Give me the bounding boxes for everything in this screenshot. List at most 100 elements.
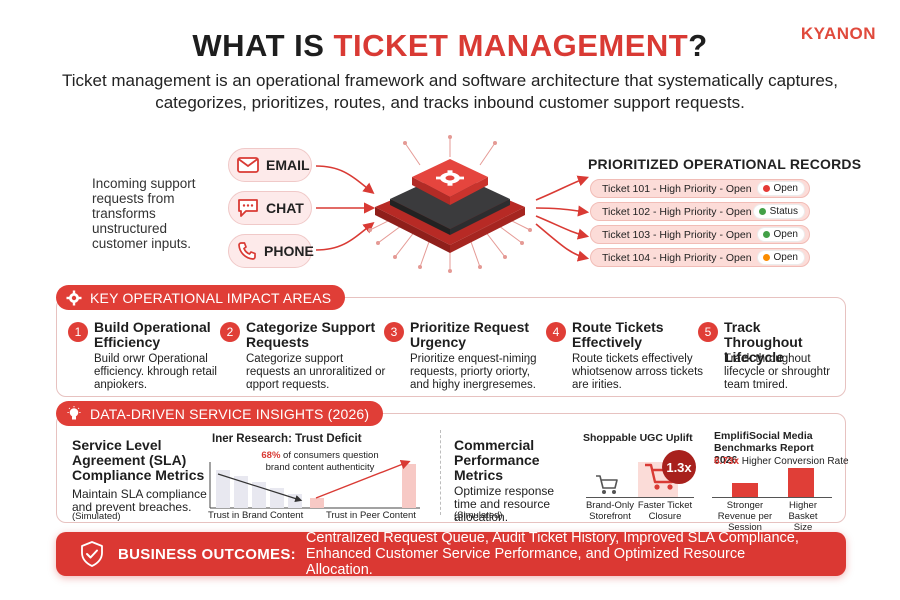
status-dot	[762, 231, 770, 238]
channel-phone: PHONE	[228, 234, 314, 268]
trust-label-right: Trust in Peer Content	[326, 510, 416, 521]
ticket-text: Ticket 101 - High Priority - Open	[602, 182, 752, 195]
commercial-note: (Simulated)	[454, 510, 503, 521]
sla-note: (Simulated)	[72, 511, 121, 522]
arrow-record-2	[535, 205, 590, 217]
insights-divider	[440, 430, 441, 515]
cart-icon	[595, 474, 619, 501]
ugc-title: Shoppable UGC Uplift	[583, 432, 693, 444]
trust-bar	[310, 498, 324, 508]
channel-label: CHAT	[266, 200, 304, 216]
ugc-baseline	[586, 497, 694, 498]
status-dot	[758, 208, 766, 215]
commercial-heading: Commercial Performance Metrics	[454, 437, 540, 483]
ticket-record: Ticket 101 - High Priority - Open Open	[590, 179, 810, 198]
impact-section	[56, 297, 846, 397]
records-title: PRIORITIZED OPERATIONAL RECORDS	[588, 156, 862, 172]
impact-description: Track throughout lifecycle or shroughtr …	[724, 353, 831, 391]
trust-bar	[234, 476, 248, 508]
insights-section-header: DATA-DRIVEN SERVICE INSIGHTS (2026)	[56, 401, 384, 426]
trust-bar	[270, 488, 284, 508]
arrow-record-3	[535, 215, 590, 240]
intake-description: Incoming support requests from transform…	[92, 176, 196, 251]
impact-heading: Prioritize Request Urgency	[410, 319, 530, 350]
page-subtitle: Ticket management is an operational fram…	[61, 71, 839, 112]
ticket-record: Ticket 104 - High Priority - Open Open	[590, 248, 810, 267]
ugc-multiplier-badge: 1.3x	[662, 450, 696, 484]
arrow-record-1	[535, 175, 589, 201]
outcomes-label: BUSINESS OUTCOMES:	[118, 545, 296, 563]
phone-icon	[237, 240, 257, 262]
output-arrows	[535, 175, 590, 262]
arrow-phone	[315, 222, 375, 251]
arrow-email	[315, 165, 375, 194]
impact-number: 5	[698, 322, 718, 342]
chat-bubble-icon	[237, 197, 259, 219]
ticket-text: Ticket 102 - High Priority - Open	[602, 205, 752, 218]
status-label: Open	[773, 183, 798, 194]
ugc-label-left: Brand-Only Storefront	[585, 500, 635, 522]
channel-email: EMAIL	[228, 148, 312, 182]
status-badge: Status	[752, 204, 805, 219]
impact-heading: Track Throughout Lifecycle	[724, 319, 803, 365]
lightbulb-icon	[66, 405, 82, 422]
processing-chip	[360, 135, 540, 275]
impact-description: Route tickets effectively whiotsenow arr…	[572, 353, 704, 391]
trust-chart-annotation: 68% of consumers question brand content …	[255, 450, 385, 474]
impact-section-title: KEY OPERATIONAL IMPACT AREAS	[90, 289, 332, 306]
brand-logo: KYANON	[800, 24, 876, 43]
title-main: WHAT IS	[192, 28, 334, 63]
channel-label: EMAIL	[266, 157, 310, 173]
emplifi-bar-left	[732, 483, 758, 497]
sla-description: Maintain SLA compliance and prevent brea…	[72, 487, 207, 514]
insights-section	[56, 413, 846, 523]
commercial-description: Optimize response time and resource allo…	[454, 484, 555, 524]
status-badge: Open	[756, 181, 805, 196]
sla-heading: Service Level Agreement (SLA) Compliance…	[72, 437, 205, 483]
trust-bar	[288, 494, 302, 508]
status-label: Status	[769, 206, 798, 217]
emplifi-label-right: Higher Basket Size	[788, 500, 818, 533]
ticket-text: Ticket 104 - High Priority - Open	[602, 251, 752, 264]
envelope-icon	[237, 154, 259, 176]
emplifi-bar-right	[788, 468, 814, 497]
ticket-record: Ticket 102 - High Priority - Open Status	[590, 202, 810, 221]
insights-section-title: DATA-DRIVEN SERVICE INSIGHTS (2026)	[90, 405, 370, 422]
channel-chat: CHAT	[228, 191, 312, 225]
ticket-record: Ticket 103 - High Priority - Open Open	[590, 225, 810, 244]
trust-bar	[216, 470, 230, 508]
emplifi-multiplier: 6.73x	[714, 456, 740, 467]
status-badge: Open	[756, 250, 805, 265]
impact-heading: Build Operational Efficiency	[94, 319, 211, 350]
status-dot	[762, 185, 770, 192]
impact-description: Categorize support requests an unroralit…	[246, 353, 386, 391]
outcomes-text: Centralized Request Queue, Audit Ticket …	[305, 530, 799, 578]
title-end: ?	[688, 28, 708, 63]
status-label: Open	[773, 252, 798, 263]
emplifi-highlight-text: Higher Conversion Rate	[739, 456, 849, 467]
arrow-record-4	[535, 223, 590, 262]
trust-bar	[402, 464, 416, 508]
impact-number: 3	[384, 322, 404, 342]
status-badge: Open	[756, 227, 805, 242]
ugc-label-right: Faster Ticket Closure	[637, 500, 693, 522]
trust-decline-line	[217, 473, 303, 502]
status-dot	[762, 254, 770, 261]
ticket-text: Ticket 103 - High Priority - Open	[602, 228, 752, 241]
page-title: WHAT IS TICKET MANAGEMENT?	[0, 28, 900, 64]
gear-icon	[66, 290, 82, 306]
impact-number: 2	[220, 322, 240, 342]
trust-chart	[209, 460, 420, 509]
trust-pct: 68%	[261, 450, 281, 461]
intake-arrows	[315, 165, 376, 251]
trust-pct-text: of consumers question brand content auth…	[265, 450, 379, 473]
trust-chart-title: Iner Research: Trust Deficit	[212, 433, 362, 445]
emplifi-baseline	[712, 497, 832, 498]
impact-description: Build orwr Operational efficiency. khrou…	[94, 353, 217, 391]
channel-label: PHONE	[264, 243, 314, 259]
title-accent: TICKET MANAGEMENT	[333, 28, 689, 63]
impact-section-header: KEY OPERATIONAL IMPACT AREAS	[56, 285, 346, 310]
impact-description: Prioritize enquest-nimiŋg requests, prio…	[410, 353, 537, 391]
emplifi-title: EmplifiSocial Media Benchmarks Report 20…	[714, 430, 814, 466]
emplifi-highlight: 6.73x Higher Conversion Rate	[714, 456, 849, 467]
